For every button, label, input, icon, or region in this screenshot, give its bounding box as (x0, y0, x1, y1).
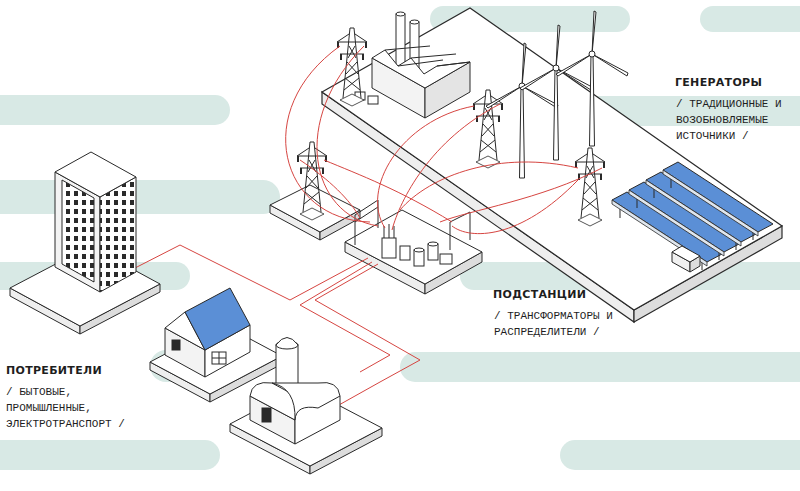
illustration-part (345, 210, 482, 284)
group-heading: ГЕНЕРАТОРЫ (675, 76, 795, 89)
illustration-part (300, 160, 360, 218)
illustration-part (400, 352, 800, 382)
group-description: / БЫТОВЫЕ, ПРОМЫШЛЕННЫЕ, ЭЛЕКТРОТРАНСПОР… (6, 385, 146, 433)
illustration-part (322, 8, 782, 310)
illustration-part (172, 340, 180, 350)
illustration-part (700, 6, 800, 32)
farm (230, 338, 382, 475)
illustration-part (440, 168, 602, 222)
illustration-part (272, 383, 340, 444)
illustration-part (262, 408, 271, 422)
apartment-block (10, 152, 160, 334)
illustration-part (368, 96, 378, 104)
illustration-part (0, 440, 220, 470)
illustration-part (400, 246, 410, 260)
distribution-lines (135, 245, 420, 410)
illustration-part (385, 46, 470, 66)
illustration-part (440, 254, 452, 264)
illustration-part (135, 245, 368, 300)
substation (345, 200, 482, 294)
illustration-part (392, 104, 500, 230)
illustration-part (62, 180, 94, 282)
power-lines (286, 46, 602, 234)
inverter-box (672, 246, 700, 272)
illustration-part (270, 185, 360, 232)
illustration-part (324, 160, 452, 222)
group-heading: ПОДСТАНЦИИ (493, 288, 633, 301)
illustration-part (560, 440, 800, 470)
illustration-part (556, 11, 628, 146)
illustration-part (317, 46, 378, 226)
group-description: / ТРАНСФОРМАТОРЫ И РАСПРЕДЕЛИТЕЛИ / (494, 309, 622, 341)
illustration-part (0, 95, 230, 125)
illustration-part (410, 20, 419, 24)
background-bands (0, 6, 800, 470)
illustration-part (295, 396, 340, 420)
illustration-part (575, 148, 605, 226)
illustration-part (384, 224, 394, 238)
illustration-part (396, 12, 405, 16)
illustration-part (212, 352, 226, 364)
illustration-part (486, 43, 558, 178)
illustration-part (452, 180, 578, 234)
generator-platform (322, 8, 782, 322)
illustration-part (355, 200, 378, 245)
illustration-part (520, 25, 592, 160)
illustration-part (382, 238, 396, 258)
illustration-part (337, 28, 367, 106)
illustration-part (428, 242, 438, 246)
illustration-part (372, 50, 470, 88)
illustration-part (672, 246, 700, 262)
illustration-part (286, 46, 370, 222)
illustration-part (378, 106, 474, 228)
group-description: / ТРАДИЦИОННЫЕ И ВОЗОБНОВЛЯЕМЫЕ ИСТОЧНИК… (676, 97, 788, 145)
illustration-part (400, 162, 578, 210)
illustration-part (663, 162, 773, 240)
illustration-part (212, 352, 226, 364)
illustration-part (185, 288, 250, 350)
group-heading: ПОТРЕБИТЕЛИ (6, 364, 146, 377)
power-plant (355, 12, 470, 118)
illustration-part (414, 248, 424, 252)
illustration-part (0, 180, 280, 214)
illustration-part (276, 338, 298, 346)
